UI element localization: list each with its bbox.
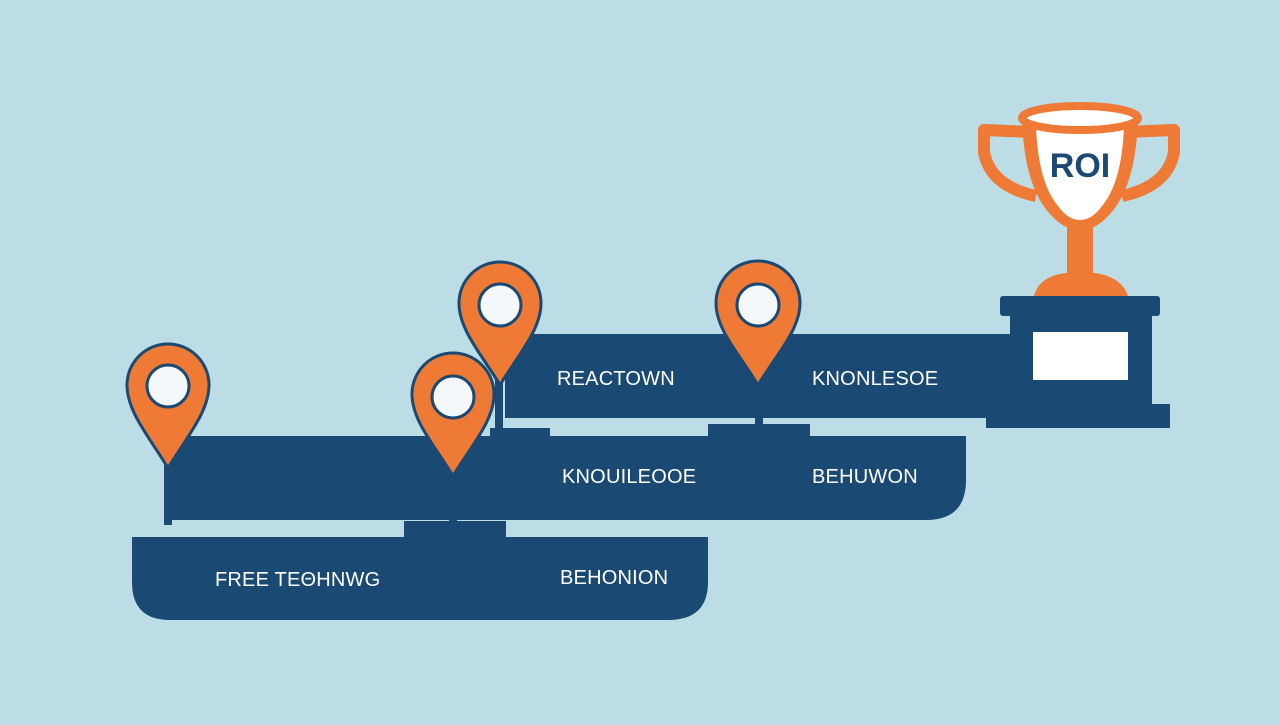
pin-stands — [164, 380, 810, 537]
pedestal-plaque — [1033, 332, 1128, 380]
step-top-label-left: REACTOWN — [557, 368, 675, 390]
map-pin-icon — [457, 260, 543, 388]
map-pin-icon — [410, 351, 496, 479]
step-bar-middle: KNOUILEOOE BEHUWON — [172, 436, 966, 520]
step-top-label-right: KNONLESOE — [812, 368, 938, 390]
map-pin-icon — [714, 259, 802, 388]
step-bar-bottom: FREE TEΘHNWG BEHONION — [132, 537, 708, 620]
step-bottom-label-left: FREE TEΘHNWG — [215, 569, 380, 591]
map-pin-icon — [125, 342, 211, 471]
step-middle-label-left: KNOUILEOOE — [562, 466, 696, 488]
step-bottom-label-right: BEHONION — [560, 567, 668, 589]
step-middle-label-right: BEHUWON — [812, 466, 918, 488]
trophy-pedestal — [986, 296, 1170, 428]
trophy-icon: ROI — [978, 102, 1180, 296]
trophy-roi-label: ROI — [1050, 147, 1110, 185]
